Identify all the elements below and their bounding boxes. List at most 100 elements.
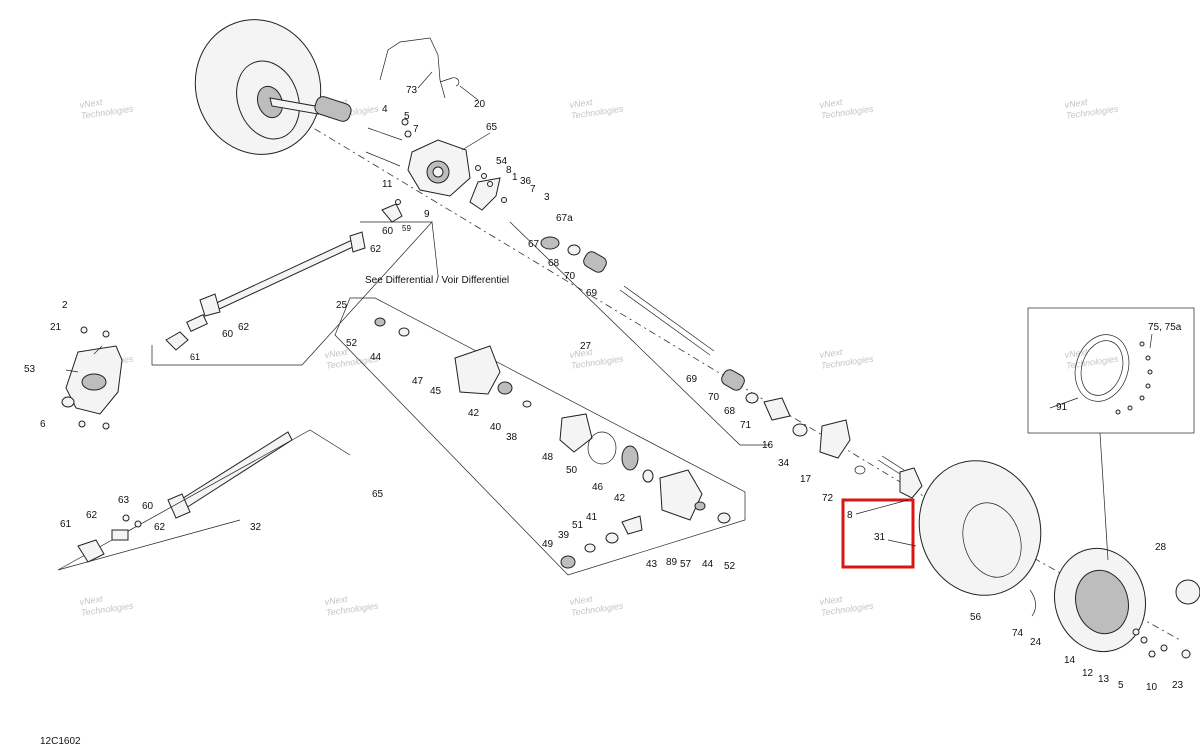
cover-89 — [659, 469, 703, 521]
beadlock-ring-91 — [1074, 334, 1130, 402]
callout-5: 5 — [404, 111, 410, 122]
callout-labels: 73 20 4 5 7 65 54 8 1 36 7 3 11 9 59 60 … — [24, 85, 1184, 693]
callout-62-top: 62 — [370, 244, 382, 255]
callout-20: 20 — [474, 99, 486, 110]
callout-65-top: 65 — [486, 122, 498, 133]
callout-44-top: 44 — [370, 352, 382, 363]
callout-63: 63 — [118, 495, 130, 506]
callout-60-top: 60 — [382, 226, 394, 237]
callout-12: 12 — [1082, 668, 1094, 679]
leader-lines — [65, 71, 1153, 409]
callout-68-bottom: 68 — [724, 406, 736, 417]
diagram-code: 12C1602 — [40, 736, 81, 747]
beadlock-bolts — [1115, 341, 1153, 415]
callout-51: 51 — [572, 520, 584, 531]
callout-47: 47 — [412, 376, 424, 387]
callout-72: 72 — [822, 493, 834, 504]
callout-61-top: 61 — [190, 352, 200, 362]
u-joint-61b — [77, 514, 142, 563]
svg-text:vNext: vNext — [569, 97, 594, 110]
callout-53: 53 — [24, 364, 36, 375]
callout-36: 36 — [520, 176, 532, 187]
callout-67a: 67a — [556, 213, 573, 224]
callout-8-highlight: 8 — [847, 510, 853, 521]
tire-hub — [256, 85, 284, 119]
differential-housing — [407, 139, 471, 197]
callout-21: 21 — [50, 322, 62, 333]
differential-exploded-bracket — [334, 297, 746, 576]
axle-parts — [540, 236, 791, 421]
callout-7b: 7 — [530, 184, 536, 195]
svg-text:vNext: vNext — [324, 594, 349, 607]
knuckle-34 — [792, 419, 923, 499]
callout-62-bottom-left: 62 — [86, 510, 98, 521]
callout-43: 43 — [646, 559, 658, 570]
callout-75-75a: 75, 75a — [1148, 322, 1182, 333]
boot-70 — [583, 251, 607, 273]
callout-2: 2 — [62, 300, 68, 311]
callout-7: 7 — [413, 124, 419, 135]
u-joint-61 — [165, 314, 208, 351]
svg-text:vNext: vNext — [569, 347, 594, 360]
driveshaft-rear-left — [269, 96, 352, 122]
svg-text:vNext: vNext — [79, 97, 104, 110]
callout-74: 74 — [1012, 628, 1024, 639]
callout-60-mid: 60 — [222, 329, 234, 340]
callout-32: 32 — [250, 522, 262, 533]
callout-67: 67 — [528, 239, 540, 250]
bearing-support-53 — [61, 326, 123, 430]
svg-text:vNext: vNext — [1064, 347, 1089, 360]
housing-45 — [454, 345, 501, 395]
callout-10: 10 — [1146, 682, 1158, 693]
callout-38: 38 — [506, 432, 518, 443]
svg-text:vNext: vNext — [324, 347, 349, 360]
axle-shaft-27 — [619, 289, 711, 356]
axle-group-bracket — [509, 221, 770, 446]
tire-rear-right — [918, 460, 1042, 596]
gear-48 — [559, 413, 593, 453]
callout-40: 40 — [490, 422, 502, 433]
callout-42-top: 42 — [468, 408, 480, 419]
callout-46: 46 — [592, 482, 604, 493]
callout-68-top: 68 — [548, 258, 560, 269]
callout-1: 1 — [512, 172, 518, 183]
callout-65-bottom: 65 — [372, 489, 384, 500]
callout-57: 57 — [680, 559, 692, 570]
callout-39: 39 — [558, 530, 570, 541]
differential-exploded-parts — [374, 317, 731, 569]
svg-text:vNext: vNext — [569, 594, 594, 607]
callout-42-bottom: 42 — [614, 493, 626, 504]
callout-62-mid: 62 — [238, 322, 250, 333]
boot-70b — [721, 369, 745, 391]
callout-59: 59 — [402, 224, 411, 233]
callout-14: 14 — [1064, 655, 1076, 666]
callout-56: 56 — [970, 612, 982, 623]
cv-boot — [314, 96, 352, 122]
valve-56 — [1029, 589, 1036, 617]
wheel-rim — [1053, 547, 1147, 653]
brake-line-fitting — [439, 77, 460, 87]
callout-49: 49 — [542, 539, 554, 550]
callout-13: 13 — [1098, 674, 1110, 685]
callout-45: 45 — [430, 386, 442, 397]
callout-3: 3 — [544, 192, 550, 203]
callout-60-bottom: 60 — [142, 501, 154, 512]
callout-48: 48 — [542, 452, 554, 463]
prop-shaft-25 — [199, 231, 366, 317]
callout-91: 91 — [1056, 402, 1068, 413]
callout-73: 73 — [406, 85, 418, 96]
svg-text:vNext: vNext — [1064, 97, 1089, 110]
callout-25: 25 — [336, 300, 348, 311]
callout-89: 89 — [666, 557, 678, 568]
callout-62-bottom-right: 62 — [154, 522, 166, 533]
brake-line — [379, 37, 446, 99]
